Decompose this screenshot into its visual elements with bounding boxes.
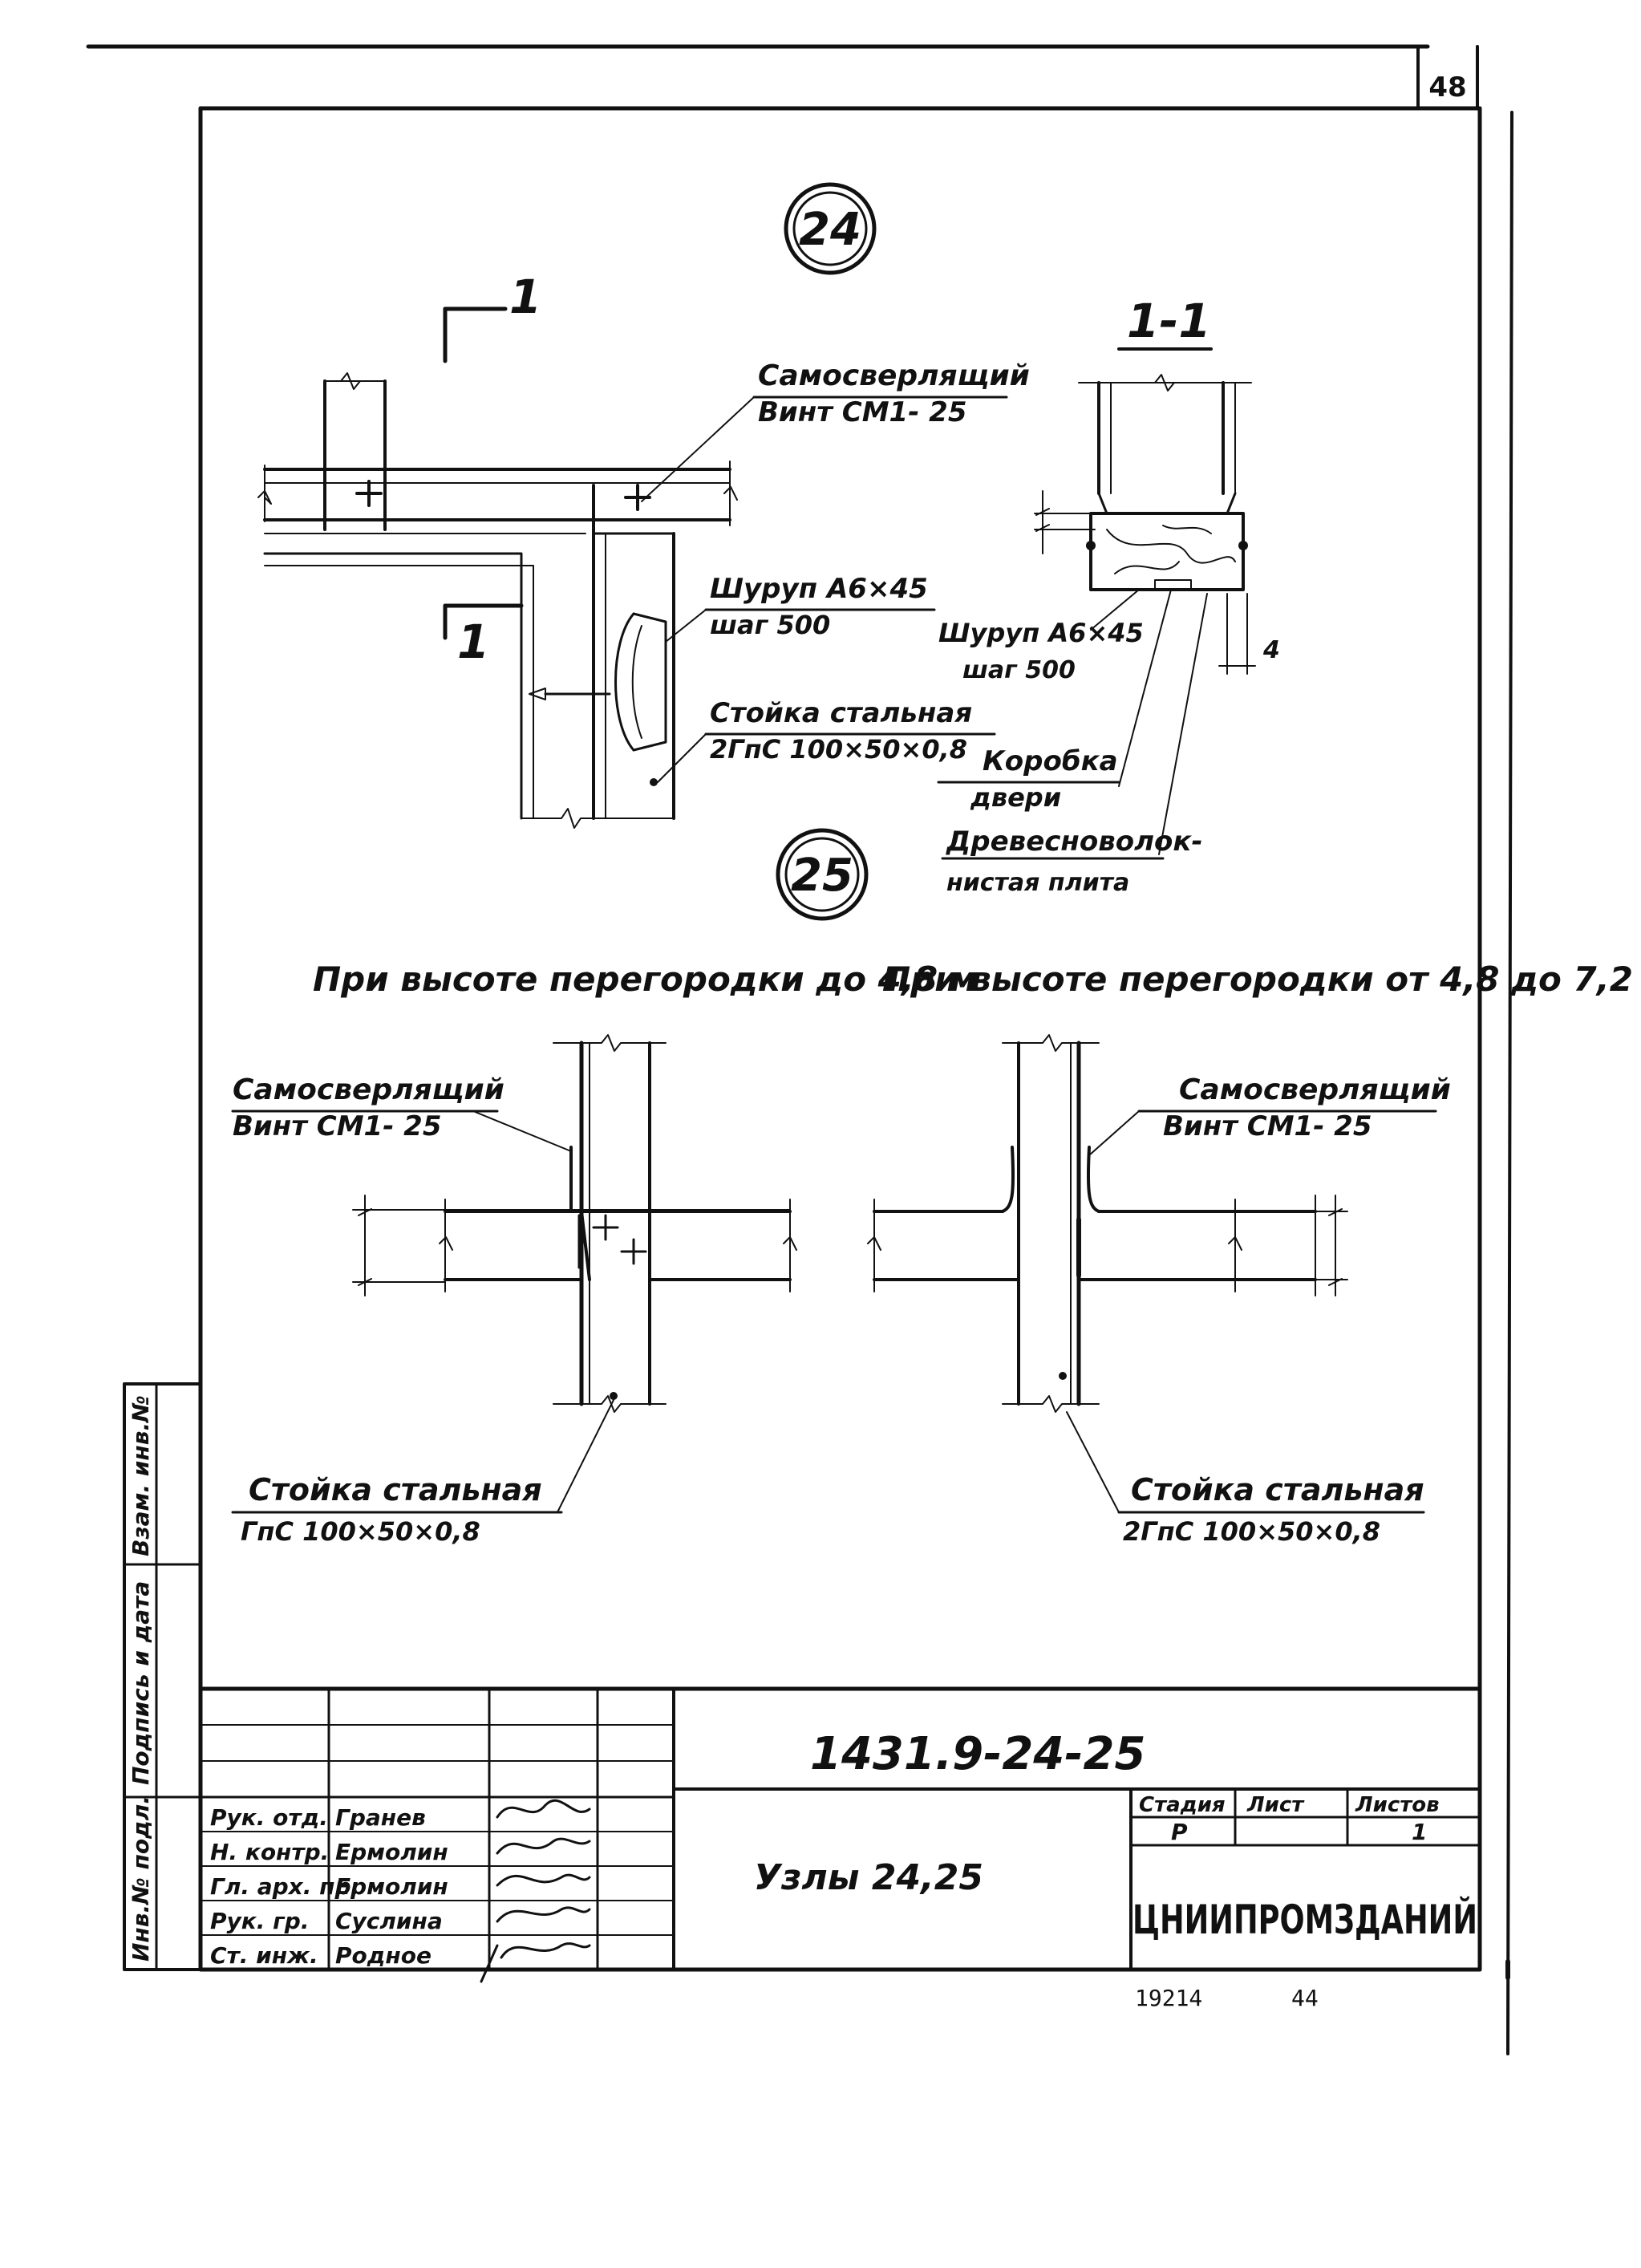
page-number: 48 bbox=[1428, 71, 1466, 103]
role-4: Ст. инж. bbox=[210, 1942, 318, 1969]
name-3: Суслина bbox=[335, 1908, 443, 1934]
name-4: Родное bbox=[335, 1942, 432, 1969]
screw-spec: Винт СМ1- 25 bbox=[758, 396, 966, 428]
footer-right: 44 bbox=[1291, 1985, 1319, 2011]
node-25-left-drawing bbox=[231, 1034, 797, 1514]
right-screw-title: Самосверлящий bbox=[1179, 1073, 1451, 1106]
door-frame-sub: двери bbox=[970, 782, 1061, 813]
post-spec: 2ГпС 100×50×0,8 bbox=[710, 734, 967, 765]
role-1: Н. контр. bbox=[210, 1839, 329, 1865]
door-frame-title: Коробка bbox=[983, 745, 1118, 777]
role-3: Рук. гр. bbox=[210, 1908, 309, 1934]
role-2: Гл. арх. пр. bbox=[210, 1873, 359, 1900]
sheet-frame bbox=[86, 44, 1513, 2055]
col-sheet: Лист bbox=[1246, 1793, 1305, 1817]
node-24-elevation: 1 1 bbox=[257, 270, 1008, 829]
drawing-name: Узлы 24,25 bbox=[754, 1857, 983, 1898]
right-screw-spec: Винт СМ1- 25 bbox=[1163, 1110, 1372, 1142]
col-stage: Стадия bbox=[1139, 1793, 1226, 1817]
board-title: Древесноволок- bbox=[946, 826, 1203, 858]
section-wood-screw-step: шаг 500 bbox=[962, 656, 1076, 684]
left-screw-title: Самосверлящий bbox=[233, 1073, 504, 1106]
caption-left: При высоте перегородки до 4,8 м bbox=[313, 960, 977, 999]
footer-left: 19214 bbox=[1135, 1985, 1202, 2011]
sheets-value: 1 bbox=[1412, 1819, 1427, 1845]
screw-title: Самосверлящий bbox=[758, 359, 1030, 392]
right-post-title: Стойка стальная bbox=[1131, 1472, 1424, 1507]
post-title: Стойка стальная bbox=[710, 697, 972, 729]
section-1-1-drawing bbox=[937, 374, 1256, 860]
wood-screw-title: Шуруп А6×45 bbox=[710, 573, 928, 605]
name-1: Ермолин bbox=[335, 1839, 448, 1865]
node-24-label: 24 bbox=[799, 204, 861, 256]
left-post-spec: ГпС 100×50×0,8 bbox=[241, 1516, 480, 1547]
wood-screw-step: шаг 500 bbox=[710, 610, 830, 640]
right-post-spec: 2ГпС 100×50×0,8 bbox=[1123, 1516, 1380, 1547]
organization: ЦНИИПРОМЗДАНИЙ bbox=[1132, 1896, 1477, 1943]
section-mark-bottom: 1 bbox=[457, 615, 489, 669]
title-block bbox=[198, 1686, 1482, 1983]
dim-small: 4 bbox=[1262, 636, 1280, 664]
stamp-repl: Взам. инв.№ bbox=[128, 1395, 154, 1556]
stamp-inv: Инв.№ подл. bbox=[128, 1795, 154, 1962]
section-mark-top: 1 bbox=[509, 270, 541, 324]
name-0: Гранев bbox=[335, 1804, 426, 1831]
caption-right: При высоте перегородки от 4,8 до 7,2 м bbox=[882, 960, 1641, 999]
stage-value: Р bbox=[1171, 1819, 1188, 1845]
section-title: 1-1 bbox=[1127, 294, 1211, 348]
role-0: Рук. отд. bbox=[210, 1804, 328, 1831]
board-sub: нистая плита bbox=[946, 869, 1129, 897]
node-25-marker: 25 bbox=[776, 828, 869, 921]
side-stamp bbox=[123, 1382, 202, 1971]
name-2: Ермолин bbox=[335, 1873, 448, 1900]
stamp-sign: Подпись и дата bbox=[128, 1581, 154, 1785]
node-25-right-drawing bbox=[867, 1034, 1437, 1514]
drawing-code: 1431.9-24-25 bbox=[810, 1728, 1145, 1780]
left-post-title: Стойка стальная bbox=[249, 1472, 542, 1507]
node-24-marker: 24 bbox=[784, 182, 877, 275]
section-wood-screw-title: Шуруп А6×45 bbox=[938, 618, 1144, 648]
left-screw-spec: Винт СМ1- 25 bbox=[233, 1110, 441, 1142]
col-sheets: Листов bbox=[1355, 1793, 1440, 1817]
node-25-label: 25 bbox=[791, 850, 853, 902]
